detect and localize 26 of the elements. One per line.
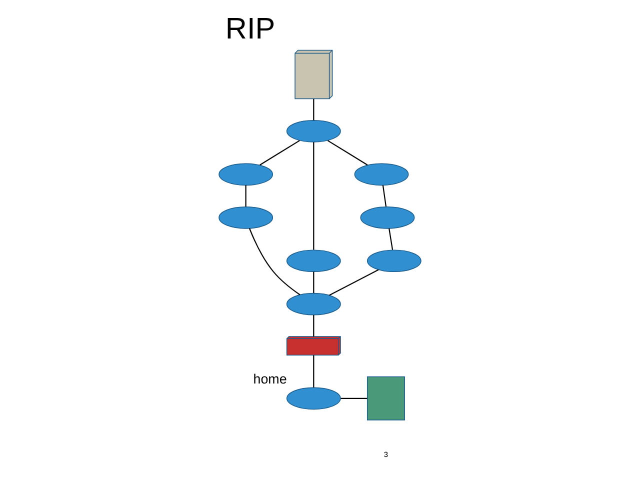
- node-cylinder: [286, 120, 341, 142]
- connector: [388, 228, 394, 250]
- node-cylinder: [360, 206, 415, 229]
- connector: [248, 228, 300, 296]
- connector: [313, 142, 314, 250]
- connector: [313, 355, 314, 388]
- connector: [313, 315, 314, 336]
- node-cylinder: [286, 387, 341, 410]
- connector: [245, 185, 246, 207]
- connector: [382, 185, 387, 207]
- connector: [313, 98, 314, 120]
- connector: [313, 272, 314, 294]
- connector: [327, 140, 368, 166]
- connector: [329, 269, 379, 296]
- node-cylinder: [286, 250, 341, 272]
- connector: [260, 140, 300, 166]
- node-cylinder: [354, 163, 409, 186]
- node-cylinder: [286, 292, 341, 316]
- node-cylinder: [218, 206, 274, 229]
- node-cylinder: [218, 163, 274, 186]
- node-label: home: [253, 371, 287, 386]
- label: 3: [384, 450, 388, 459]
- diagram-title: RIP: [225, 12, 276, 46]
- connector: [340, 398, 368, 399]
- node-cylinder: [366, 250, 422, 272]
- node-person: [366, 376, 405, 420]
